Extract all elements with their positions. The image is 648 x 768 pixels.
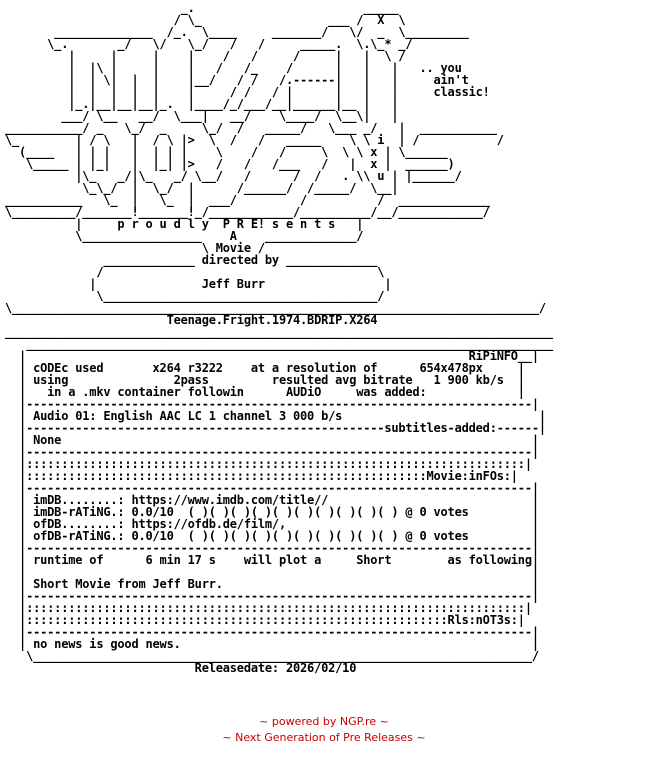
nfo-line: | | \| | | |__/ / / /.------| | | ain't <box>5 73 469 87</box>
nfo-line: | ofDB........: https://ofdb.de/film/, | <box>5 517 539 531</box>
nfo-line: ___________ \_ | \_ | ___/ / / _________… <box>5 193 490 207</box>
nfo-line: |:::::::::::::::::::::::::::::::::::::::… <box>5 469 518 483</box>
nfo-line: (____ | | | | | | | \ / / \ \ \ x | \___… <box>5 145 448 159</box>
nfo-line: |\_ _/|\_ _/ \__/ / / / . \\ u | |______… <box>5 169 462 183</box>
nfo-line: |:::::::::::::::::::::::::::::::::::::::… <box>5 613 525 627</box>
nfo-line: | None | <box>5 433 539 447</box>
nfo-line: |:::::::::::::::::::::::::::::::::::::::… <box>5 457 532 471</box>
nfo-line: ___/ \__ __/ \___| __/ \____/ \__\| | <box>5 109 399 123</box>
nfo-line: |---------------------------------------… <box>5 625 539 639</box>
nfo-line: | | <box>5 565 539 579</box>
nfo-line: | Short Movie from Jeff Burr. | <box>5 577 539 591</box>
nfo-line: | ofDB-rATiNG.: 0.0/10 ( )( )( )( )( )( … <box>5 529 539 543</box>
nfo-text: _. _____ / \_ ___ / X \ ______________ /… <box>5 2 553 674</box>
nfo-line: |:::::::::::::::::::::::::::::::::::::::… <box>5 601 532 615</box>
nfo-line: _____________ directed by _____________ <box>5 253 378 267</box>
nfo-line: \_________________ A _____________/ <box>5 229 364 243</box>
nfo-line: ________________________________________… <box>5 337 553 351</box>
nfo-line: \_______________________________________… <box>5 649 539 663</box>
nfo-line: \_______________________________________… <box>5 301 546 315</box>
nfo-line: | |\ | | | / /_ / | | | .. you <box>5 61 462 75</box>
nfo-line: |---------------------------------------… <box>5 397 539 411</box>
nfo-line: | | | | / / / | | \ / <box>5 49 406 63</box>
nfo-line: \ Movie / <box>5 241 265 255</box>
nfo-line: | no news is good news. | <box>5 637 539 651</box>
nfo-line: | imDB........: https://www.imdb.com/tit… <box>5 493 539 507</box>
nfo-line: | using 2pass resulted avg bitrate 1 900… <box>5 373 525 387</box>
nfo-line: | imDB-rATiNG.: 0.0/10 ( )( )( )( )( )( … <box>5 505 539 519</box>
tagline-footer: ~ Next Generation of Pre Releases ~ <box>222 731 426 744</box>
nfo-line: | Jeff Burr | <box>5 277 392 291</box>
nfo-line: \_______________________________________… <box>5 289 385 303</box>
nfo-line: _. _____ <box>5 1 399 15</box>
nfo-line: | cODEc used x264 r3222 at a resolution … <box>5 361 525 375</box>
nfo-line: |---------------------------------------… <box>5 445 539 459</box>
nfo-line: \_\_/ | \_/ | /______/ /_____/ \__| <box>5 181 399 195</box>
nfo-line: Teenage.Fright.1974.BDRIP.X264 <box>5 313 378 327</box>
nfo-line: | runtime of 6 min 17 s will plot a Shor… <box>5 553 539 567</box>
nfo-line: / \_ ___ / X \ <box>5 13 406 27</box>
nfo-line: |---------------------------------------… <box>5 589 539 603</box>
nfo-line: | in a .mkv container followin AUDiO was… <box>5 385 525 399</box>
nfo-line: \_ | / \ | / \ |> \ / / _____ \ \ i | / … <box>5 133 504 147</box>
nfo-line: Releasedate: 2026/02/10 <box>5 661 357 675</box>
nfo-line: / \ <box>5 265 385 279</box>
nfo-line: \_________/_______!_______!_/___________… <box>5 205 490 219</box>
nfo-line: \_. _/ \/ \_/ / / _____. \.\_* _/ <box>5 37 413 51</box>
nfo-line: ___________/ _ \_/ _ \_/ / _____/ \___ _… <box>5 121 497 135</box>
nfo-line: \_____ | |_| | |_| |> / / /___ / | x | _… <box>5 157 455 171</box>
nfo-line: |_.|__|__|__|_. |____/_/___/__|______|__… <box>5 97 399 111</box>
nfo-line: ________________________________________… <box>5 325 553 339</box>
nfo-line: ______________ /_. \____ _______/ \/ _ \… <box>5 25 469 39</box>
nfo-line: | | | | | | / / / | | | | classic! <box>5 85 490 99</box>
powered-by-footer[interactable]: ~ powered by NGP.re ~ <box>259 715 389 728</box>
nfo-line: |---------------------------------------… <box>5 481 539 495</box>
nfo-line: | Audio 01: English AAC LC 1 channel 3 0… <box>5 409 546 423</box>
nfo-line: |---------------------------------------… <box>5 541 539 555</box>
nfo-line: |---------------------------------------… <box>5 421 546 435</box>
nfo-line: | RiPiNFO__| <box>5 349 539 363</box>
nfo-line: | p r o u d l y P R E! s e n t s | <box>5 217 364 231</box>
